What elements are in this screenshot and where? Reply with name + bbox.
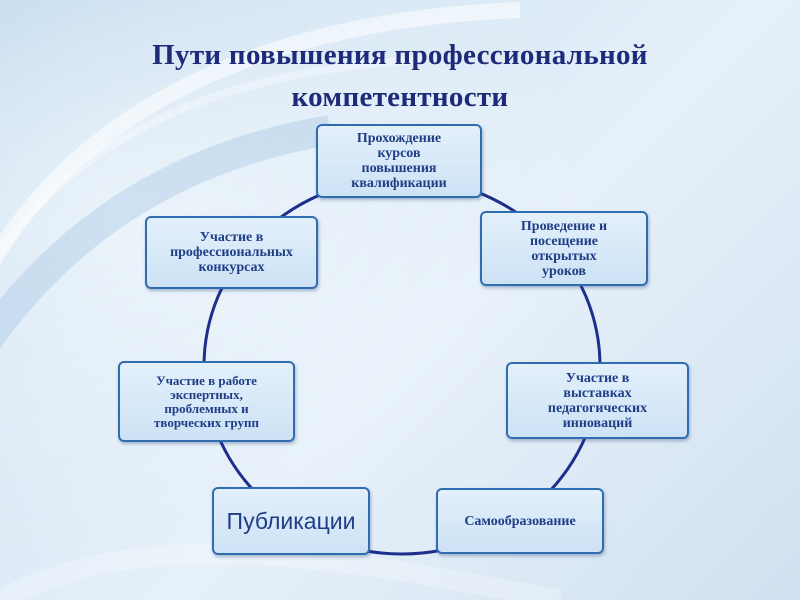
node-open-lessons[interactable]: Проведение и посещение открытых уроков [480, 211, 648, 286]
node-open-lessons-label: Проведение и посещение открытых уроков [520, 218, 608, 279]
node-exhibitions-label: Участие в выставках педагогических иннов… [547, 370, 648, 431]
node-contests-label: Участие в профессиональных конкурсах [170, 230, 293, 275]
node-self-education-label: Самообразование [464, 513, 576, 529]
page-title: Пути повышения профессиональной компетен… [0, 34, 800, 118]
node-exhibitions[interactable]: Участие в выставках педагогических иннов… [506, 362, 689, 439]
node-contests[interactable]: Участие в профессиональных конкурсах [145, 216, 318, 289]
node-expert-groups-label: Участие в работе экспертных, проблемных … [154, 372, 259, 430]
node-self-education[interactable]: Самообразование [436, 488, 604, 554]
node-courses-label: Прохождение курсов повышения квалификаци… [351, 131, 447, 191]
node-courses[interactable]: Прохождение курсов повышения квалификаци… [316, 124, 482, 198]
title-line-2: компетентности [291, 81, 509, 113]
node-publications[interactable]: Публикации [212, 487, 370, 555]
title-line-1: Пути повышения профессиональной [152, 39, 648, 71]
node-publications-label: Публикации [226, 508, 356, 534]
node-expert-groups[interactable]: Участие в работе экспертных, проблемных … [118, 361, 295, 442]
